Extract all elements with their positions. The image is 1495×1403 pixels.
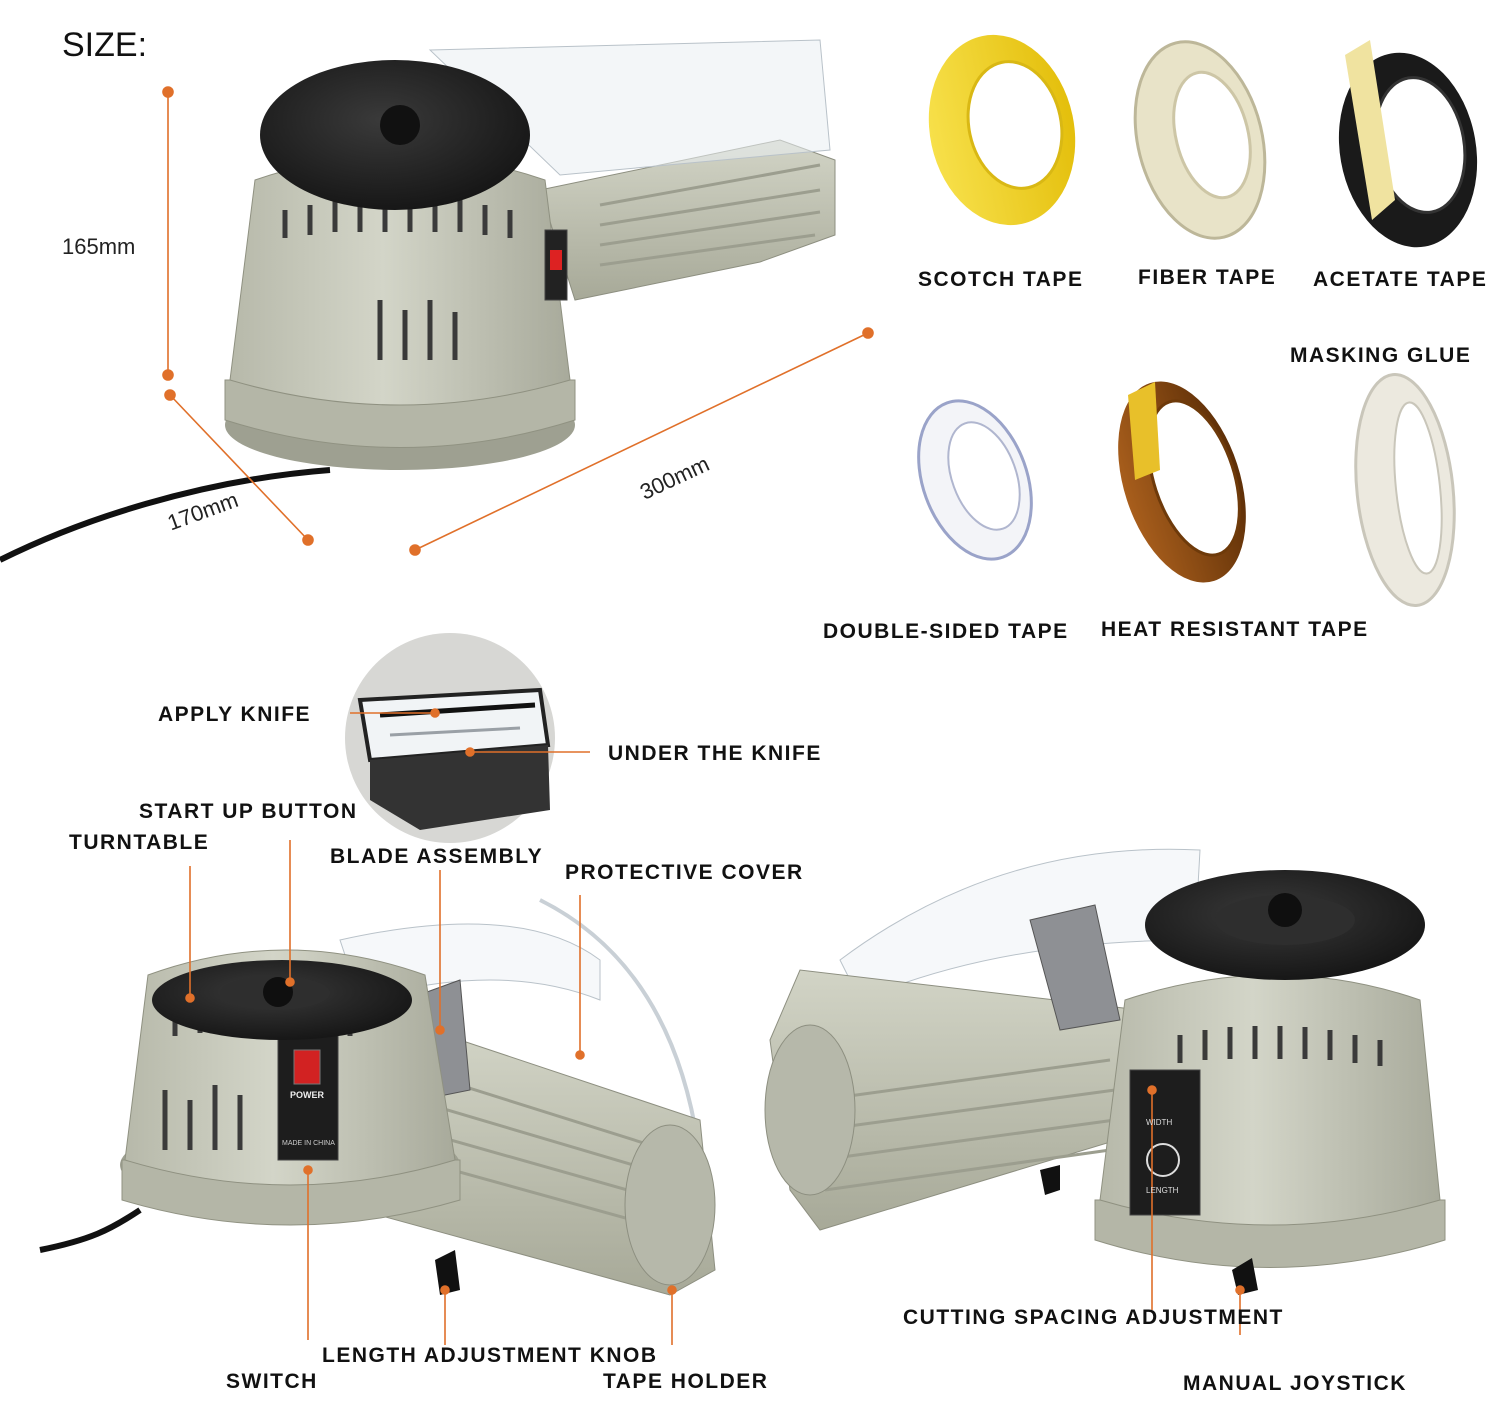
power-cord: [0, 467, 331, 563]
tape-label-masking: MASKING GLUE: [1290, 344, 1472, 367]
label-protective-cover: PROTECTIVE COVER: [565, 861, 804, 884]
label-manual-joystick: MANUAL JOYSTICK: [1183, 1372, 1407, 1395]
tape-double-sided: [917, 399, 1033, 561]
tape-label-fiber: FIBER TAPE: [1138, 266, 1277, 289]
tape-masking: [1354, 373, 1456, 607]
callout-lines: [185, 708, 1245, 1345]
size-title: SIZE:: [62, 26, 148, 64]
label-blade-assembly: BLADE ASSEMBLY: [330, 845, 544, 868]
label-start-button: START UP BUTTON: [139, 800, 358, 823]
panel-length-text: LENGTH: [1146, 1186, 1179, 1195]
tape-fiber: [1133, 40, 1267, 240]
dimension-lines: [162, 86, 874, 556]
tape-acetate: [1338, 40, 1478, 248]
dimension-height: 165mm: [62, 234, 136, 259]
panel-made-in-text: MADE IN CHINA: [282, 1140, 335, 1147]
panel-power-text: POWER: [290, 1090, 325, 1100]
dispenser-labeled-left: [39, 898, 716, 1296]
label-length-knob: LENGTH ADJUSTMENT KNOB: [322, 1344, 658, 1367]
label-turntable: TURNTABLE: [69, 831, 210, 854]
label-under-knife: UNDER THE KNIFE: [608, 742, 822, 765]
dispenser-size-view: [0, 39, 836, 563]
label-apply-knife: APPLY KNIFE: [158, 703, 312, 726]
tape-scotch: [928, 34, 1076, 226]
tape-label-scotch: SCOTCH TAPE: [918, 268, 1084, 291]
tape-label-heat-resistant: HEAT RESISTANT TAPE: [1101, 618, 1369, 641]
tape-label-double-sided: DOUBLE-SIDED TAPE: [823, 620, 1069, 643]
label-tape-holder: TAPE HOLDER: [603, 1370, 769, 1393]
tape-heat-resistant: [1118, 381, 1246, 583]
tape-label-acetate: ACETATE TAPE: [1313, 268, 1488, 291]
knife-closeup: [345, 633, 555, 843]
label-cutting-spacing: CUTTING SPACING ADJUSTMENT: [903, 1306, 1284, 1329]
panel-width-text: WIDTH: [1146, 1118, 1173, 1127]
label-switch: SWITCH: [226, 1370, 318, 1393]
dispenser-labeled-right: [764, 848, 1446, 1295]
